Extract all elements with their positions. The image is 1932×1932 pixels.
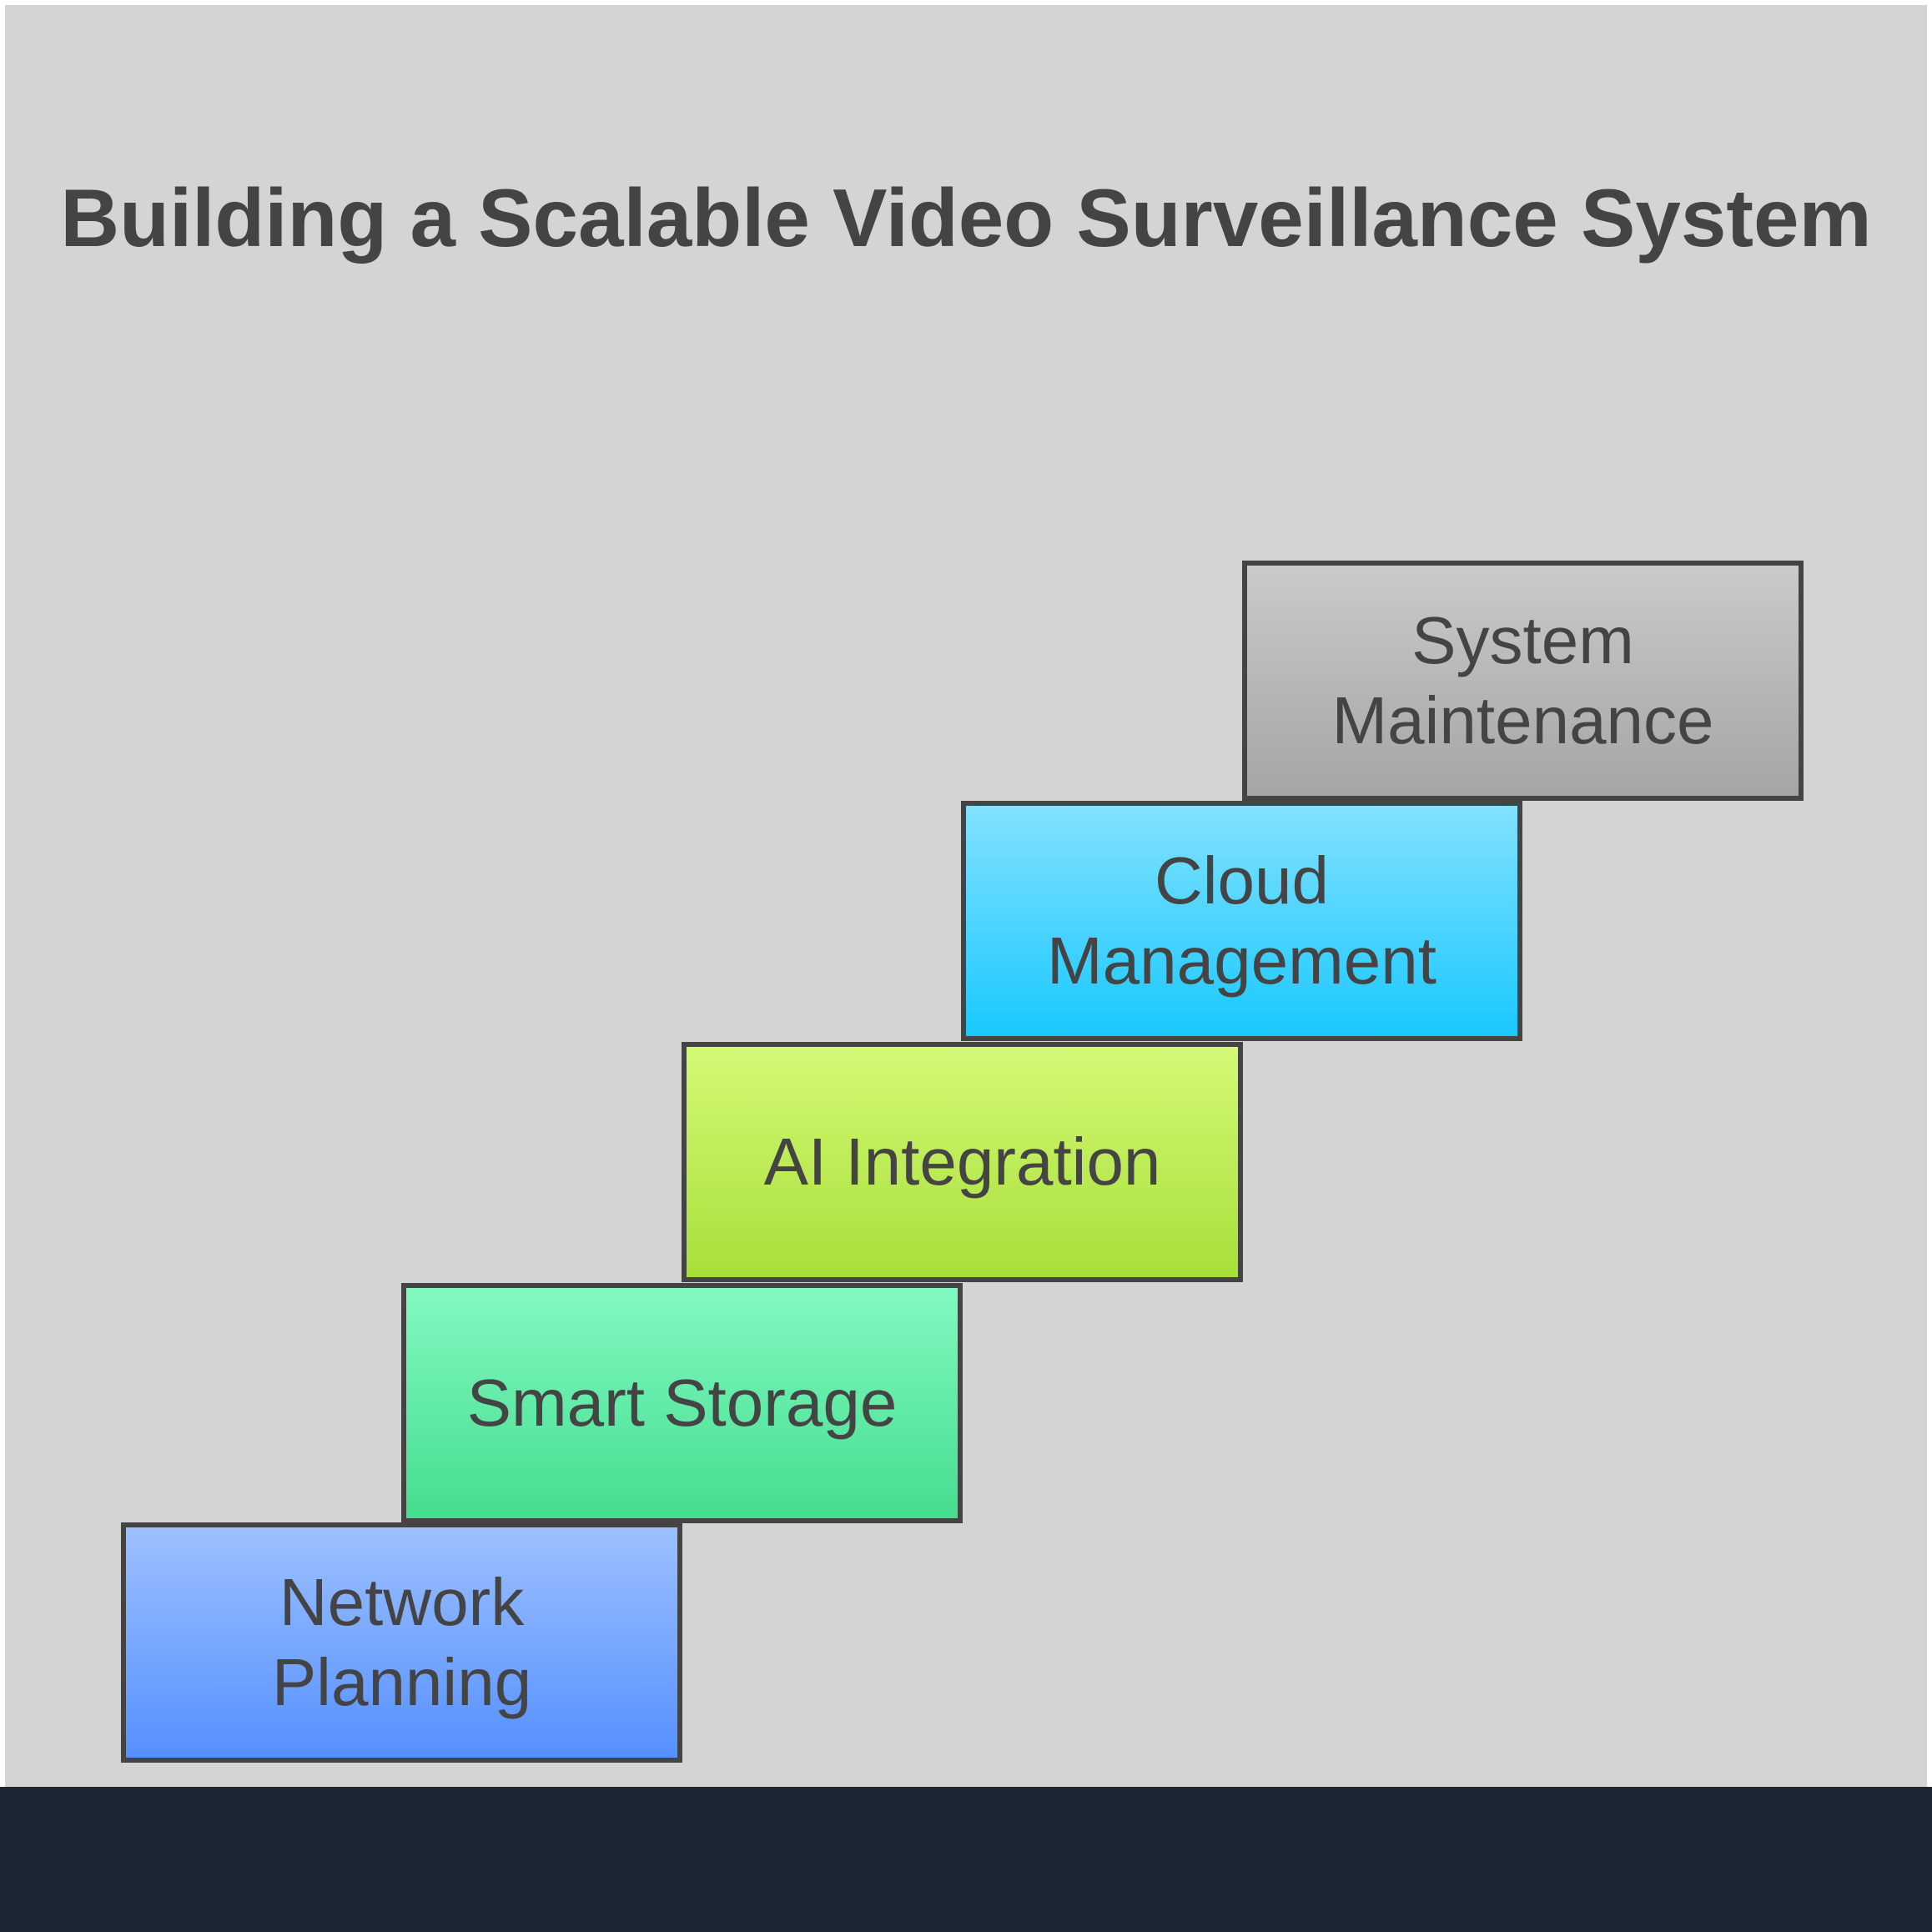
step-smart-storage: Smart Storage	[401, 1283, 963, 1523]
step-network-planning: Network Planning	[121, 1522, 682, 1763]
diagram-title: Building a Scalable Video Surveillance S…	[60, 172, 1872, 264]
step-ai-integration: AI Integration	[682, 1042, 1243, 1282]
step-label: Network Planning	[271, 1565, 532, 1719]
step-label: System Maintenance	[1331, 603, 1714, 757]
footer-band	[0, 1787, 1932, 1932]
step-label: Cloud Management	[1047, 843, 1436, 998]
step-label: Smart Storage	[466, 1366, 898, 1440]
step-system-maintenance: System Maintenance	[1242, 561, 1804, 801]
step-label: AI Integration	[763, 1124, 1161, 1199]
step-cloud-management: Cloud Management	[961, 801, 1522, 1041]
